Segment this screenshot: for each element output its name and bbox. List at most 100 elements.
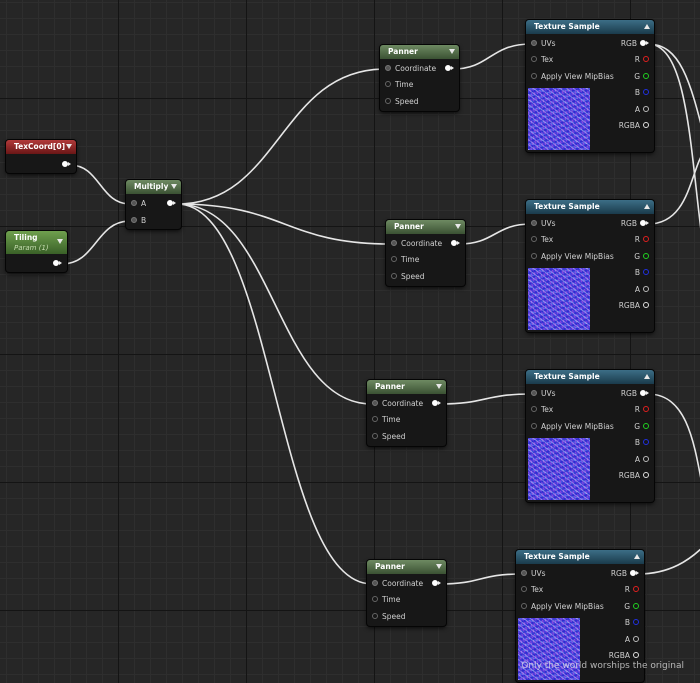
output-pin-icon[interactable] bbox=[630, 570, 636, 576]
collapse-arrow-icon[interactable] bbox=[436, 384, 442, 389]
g-row: G bbox=[634, 71, 649, 83]
output-pin-icon[interactable] bbox=[640, 390, 646, 396]
output-pin-icon[interactable] bbox=[633, 586, 639, 592]
output-pin-icon[interactable] bbox=[633, 619, 639, 625]
output-pin-icon[interactable] bbox=[643, 89, 649, 95]
texture-preview-thumbnail bbox=[518, 618, 580, 680]
input-pin-icon[interactable] bbox=[531, 423, 537, 429]
texcoord-node[interactable]: TexCoord[0] bbox=[6, 140, 76, 173]
output-pin-icon[interactable] bbox=[643, 439, 649, 445]
multiply-pin-a-row: A bbox=[131, 198, 146, 210]
panner-header[interactable]: Panner bbox=[380, 45, 459, 59]
collapse-arrow-icon[interactable] bbox=[57, 239, 63, 244]
output-pin-icon[interactable] bbox=[167, 200, 173, 206]
texture-sample-header[interactable]: Texture Sample bbox=[516, 550, 644, 564]
output-pin-icon[interactable] bbox=[640, 220, 646, 226]
collapse-arrow-icon[interactable] bbox=[634, 554, 640, 559]
input-pin-icon[interactable] bbox=[391, 256, 397, 262]
output-pin-icon[interactable] bbox=[640, 40, 646, 46]
collapse-arrow-icon[interactable] bbox=[171, 184, 177, 189]
input-pin-icon[interactable] bbox=[531, 56, 537, 62]
input-pin-icon[interactable] bbox=[391, 273, 397, 279]
panner-node-1[interactable]: Panner Coordinate Time Speed bbox=[380, 45, 459, 111]
panner-node-3[interactable]: Panner Coordinate Time Speed bbox=[367, 380, 446, 446]
input-pin-icon[interactable] bbox=[372, 580, 378, 586]
input-pin-icon[interactable] bbox=[531, 40, 537, 46]
output-pin-icon[interactable] bbox=[62, 161, 68, 167]
input-pin-icon[interactable] bbox=[385, 65, 391, 71]
texture-sample-node-2[interactable]: Texture Sample UVs Tex Apply View MipBia… bbox=[526, 200, 654, 332]
input-pin-icon[interactable] bbox=[531, 390, 537, 396]
input-pin-icon[interactable] bbox=[521, 586, 527, 592]
input-pin-icon[interactable] bbox=[521, 603, 527, 609]
texture-sample-node-4[interactable]: Texture Sample UVs Tex Apply View MipBia… bbox=[516, 550, 644, 682]
panner-header[interactable]: Panner bbox=[386, 220, 465, 234]
multiply-node[interactable]: Multiply A B bbox=[126, 180, 181, 229]
tiling-header[interactable]: Tiling Param (1) bbox=[6, 231, 67, 254]
input-pin-icon[interactable] bbox=[531, 220, 537, 226]
output-pin-icon[interactable] bbox=[633, 652, 639, 658]
panner-title: Panner bbox=[394, 222, 424, 231]
input-pin-icon[interactable] bbox=[131, 200, 137, 206]
pin-label-mipbias: Apply View MipBias bbox=[531, 602, 604, 611]
texture-sample-title: Texture Sample bbox=[534, 22, 600, 31]
collapse-arrow-icon[interactable] bbox=[436, 564, 442, 569]
input-pin-icon[interactable] bbox=[372, 400, 378, 406]
output-pin-icon[interactable] bbox=[643, 106, 649, 112]
collapse-arrow-icon[interactable] bbox=[449, 49, 455, 54]
panner-node-2[interactable]: Panner Coordinate Time Speed bbox=[386, 220, 465, 286]
input-pin-icon[interactable] bbox=[131, 217, 137, 223]
texture-sample-node-3[interactable]: Texture Sample UVs Tex Apply View MipBia… bbox=[526, 370, 654, 502]
collapse-arrow-icon[interactable] bbox=[644, 24, 650, 29]
input-pin-icon[interactable] bbox=[385, 81, 391, 87]
multiply-header[interactable]: Multiply bbox=[126, 180, 181, 194]
output-pin-icon[interactable] bbox=[445, 65, 451, 71]
output-pin-icon[interactable] bbox=[432, 400, 438, 406]
input-pin-icon[interactable] bbox=[531, 73, 537, 79]
input-pin-icon[interactable] bbox=[531, 406, 537, 412]
output-pin-icon[interactable] bbox=[643, 472, 649, 478]
panner-header[interactable]: Panner bbox=[367, 560, 446, 574]
output-pin-icon[interactable] bbox=[643, 56, 649, 62]
output-pin-icon[interactable] bbox=[643, 269, 649, 275]
output-pin-icon[interactable] bbox=[643, 406, 649, 412]
collapse-arrow-icon[interactable] bbox=[644, 374, 650, 379]
input-pin-icon[interactable] bbox=[372, 596, 378, 602]
texture-sample-node-1[interactable]: Texture Sample UVs Tex Apply View MipBia… bbox=[526, 20, 654, 152]
output-pin-icon[interactable] bbox=[53, 260, 59, 266]
output-pin-icon[interactable] bbox=[643, 456, 649, 462]
texture-sample-header[interactable]: Texture Sample bbox=[526, 370, 654, 384]
output-pin-icon[interactable] bbox=[643, 423, 649, 429]
panner-coordinate-row: Coordinate bbox=[372, 578, 423, 590]
input-pin-icon[interactable] bbox=[372, 416, 378, 422]
panner-node-4[interactable]: Panner Coordinate Time Speed bbox=[367, 560, 446, 626]
collapse-arrow-icon[interactable] bbox=[644, 204, 650, 209]
output-pin-icon[interactable] bbox=[643, 302, 649, 308]
input-pin-icon[interactable] bbox=[531, 253, 537, 259]
input-pin-icon[interactable] bbox=[372, 433, 378, 439]
output-pin-icon[interactable] bbox=[643, 122, 649, 128]
output-pin-icon[interactable] bbox=[633, 603, 639, 609]
output-pin-icon[interactable] bbox=[643, 286, 649, 292]
input-pin-icon[interactable] bbox=[391, 240, 397, 246]
tiling-param-node[interactable]: Tiling Param (1) bbox=[6, 231, 67, 272]
pin-label-speed: Speed bbox=[382, 432, 406, 441]
texture-sample-header[interactable]: Texture Sample bbox=[526, 200, 654, 214]
exec-arrow-icon bbox=[451, 66, 454, 70]
input-pin-icon[interactable] bbox=[521, 570, 527, 576]
input-pin-icon[interactable] bbox=[531, 236, 537, 242]
input-pin-icon[interactable] bbox=[372, 613, 378, 619]
texture-sample-header[interactable]: Texture Sample bbox=[526, 20, 654, 34]
collapse-arrow-icon[interactable] bbox=[66, 144, 72, 149]
output-pin-icon[interactable] bbox=[633, 636, 639, 642]
input-pin-icon[interactable] bbox=[385, 98, 391, 104]
output-pin-icon[interactable] bbox=[643, 253, 649, 259]
output-pin-icon[interactable] bbox=[643, 236, 649, 242]
panner-header[interactable]: Panner bbox=[367, 380, 446, 394]
output-pin-icon[interactable] bbox=[432, 580, 438, 586]
output-pin-icon[interactable] bbox=[643, 73, 649, 79]
collapse-arrow-icon[interactable] bbox=[455, 224, 461, 229]
output-pin-icon[interactable] bbox=[451, 240, 457, 246]
panner-title: Panner bbox=[388, 47, 418, 56]
texcoord-header[interactable]: TexCoord[0] bbox=[6, 140, 76, 154]
